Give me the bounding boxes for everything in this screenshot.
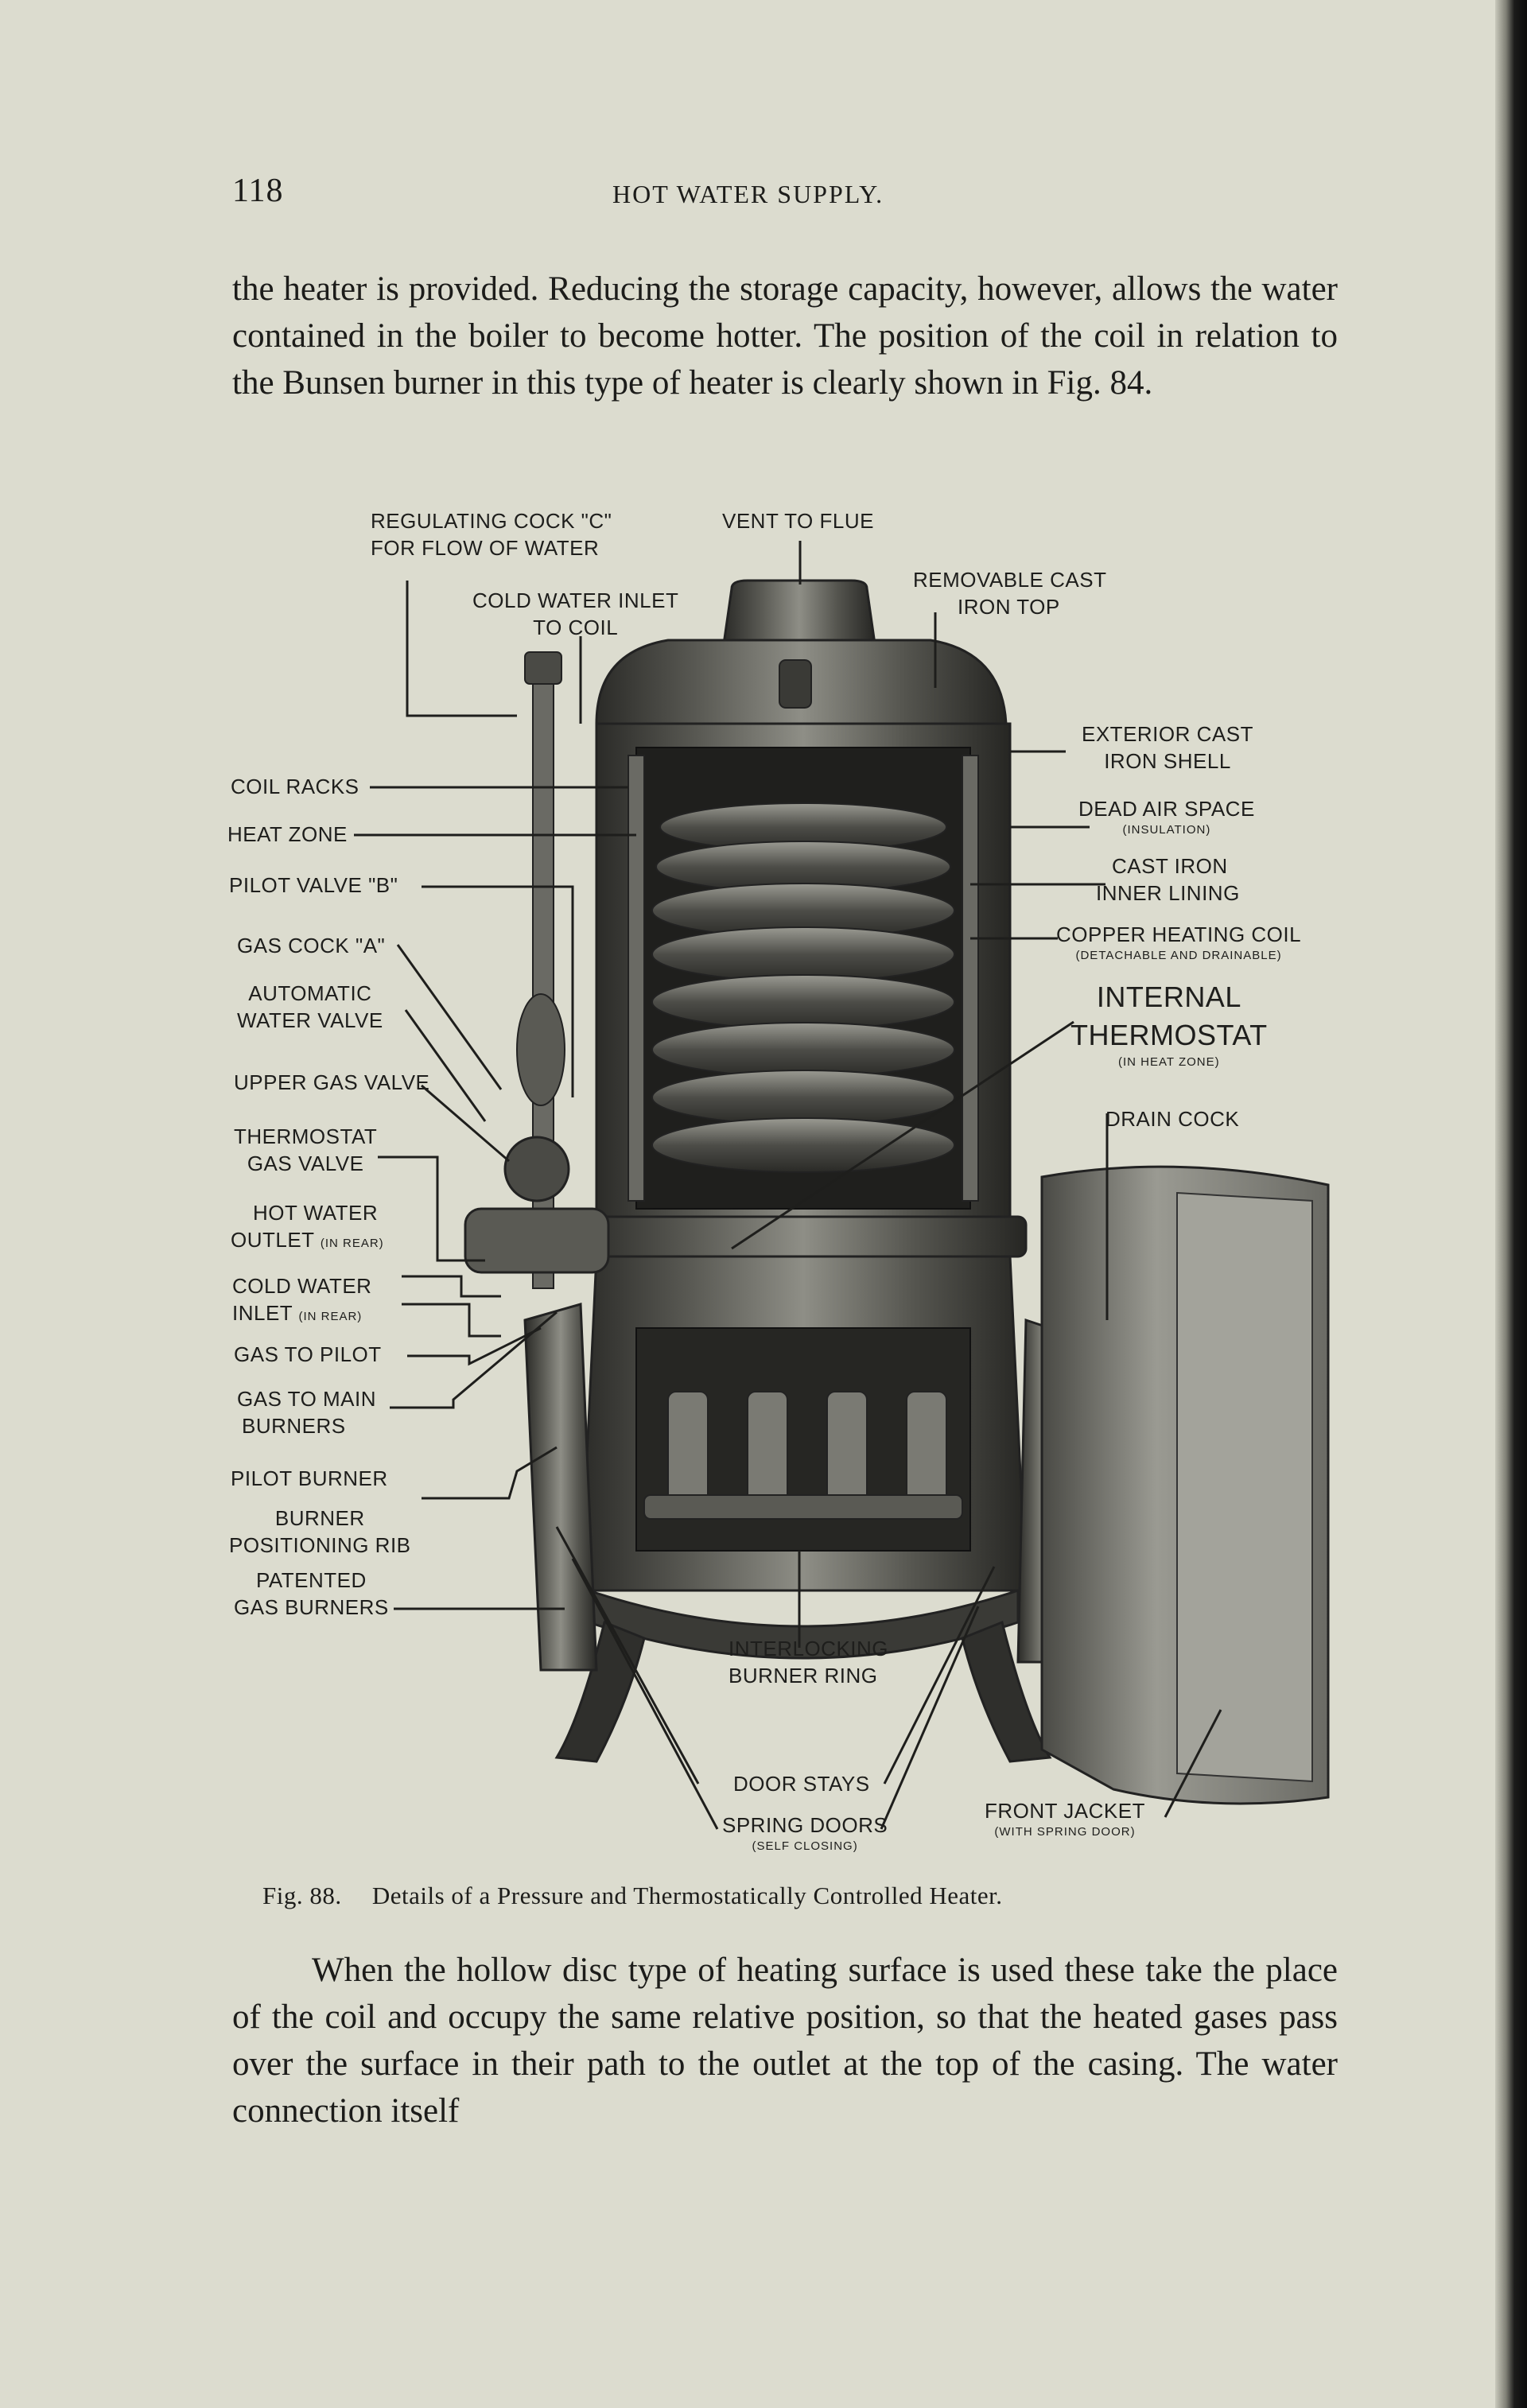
label-gas-cock: GAS COCK "A" bbox=[237, 934, 386, 957]
label-pilot-burner: PILOT BURNER bbox=[231, 1466, 388, 1490]
label-front-jacket: FRONT JACKET (WITH SPRING DOOR) bbox=[985, 1799, 1145, 1839]
label-exterior-shell: EXTERIOR CAST IRON SHELL bbox=[1082, 722, 1253, 773]
label-gas-to-pilot: GAS TO PILOT bbox=[234, 1342, 382, 1366]
label-upper-gas-valve: UPPER GAS VALVE bbox=[234, 1070, 430, 1094]
figure-caption-text: Details of a Pressure and Thermostatical… bbox=[371, 1882, 1003, 1909]
label-hot-water-outlet: HOT WATER OUTLET (IN REAR) bbox=[231, 1201, 384, 1252]
label-vent-to-flue: VENT TO FLUE bbox=[722, 509, 874, 533]
label-burner-positioning-rib: BURNER POSITIONING RIB bbox=[229, 1506, 411, 1557]
vent-top bbox=[722, 579, 876, 646]
label-interlocking-burner-ring: INTERLOCKING BURNER RING bbox=[729, 1637, 889, 1688]
automatic-water-valve bbox=[516, 993, 565, 1106]
label-thermostat-gas-valve: THERMOSTAT GAS VALVE bbox=[234, 1124, 378, 1175]
label-coil-racks: COIL RACKS bbox=[231, 775, 359, 798]
label-dead-air-space: DEAD AIR SPACE (INSULATION) bbox=[1078, 797, 1255, 837]
leader-lines bbox=[354, 541, 1222, 1830]
label-heat-zone: HEAT ZONE bbox=[227, 822, 348, 846]
paragraph-bottom: When the hollow disc type of heating sur… bbox=[232, 1952, 1338, 2130]
page-number: 118 bbox=[232, 173, 284, 209]
paragraph-top: the heater is provided. Reducing the sto… bbox=[232, 270, 1338, 402]
figure-caption: Fig. 88. Details of a Pressure and Therm… bbox=[262, 1882, 1328, 1910]
hot-water-outlet bbox=[464, 1207, 610, 1274]
label-pilot-valve: PILOT VALVE "B" bbox=[229, 873, 398, 897]
label-automatic-water-valve: AUTOMATIC WATER VALVE bbox=[237, 981, 383, 1032]
label-gas-to-main-burners: GAS TO MAIN BURNERS bbox=[237, 1387, 377, 1438]
heater-illustration bbox=[354, 541, 1330, 1830]
running-title: HOT WATER SUPPLY. bbox=[612, 180, 884, 208]
label-drain-cock: DRAIN COCK bbox=[1105, 1107, 1240, 1131]
label-regulating-cock: REGULATING COCK "C" FOR FLOW OF WATER bbox=[371, 509, 612, 560]
label-removable-top: REMOVABLE CAST IRON TOP bbox=[913, 568, 1107, 619]
label-cold-water-inlet-coil: COLD WATER INLET TO COIL bbox=[472, 588, 679, 639]
label-inner-lining: CAST IRON INNER LINING bbox=[1096, 854, 1240, 905]
figure-number: Fig. 88. bbox=[262, 1882, 342, 1909]
thermostat-gas-valve bbox=[503, 1136, 570, 1202]
label-door-stays: DOOR STAYS bbox=[733, 1772, 870, 1796]
label-copper-heating-coil: COPPER HEATING COIL (DETACHABLE AND DRAI… bbox=[1056, 922, 1302, 962]
label-spring-doors: SPRING DOORS (SELF CLOSING) bbox=[722, 1813, 888, 1853]
label-patented-gas-burners: PATENTED GAS BURNERS bbox=[234, 1568, 389, 1619]
gas-burners bbox=[643, 1391, 963, 1520]
label-cold-water-inlet-rear: COLD WATER INLET (IN REAR) bbox=[232, 1274, 372, 1325]
copper-heating-coil bbox=[651, 802, 955, 1173]
spring-door-left bbox=[523, 1303, 598, 1672]
label-internal-thermostat: INTERNAL THERMOSTAT (IN HEAT ZONE) bbox=[1070, 981, 1268, 1069]
heater-figure: REGULATING COCK "C" FOR FLOW OF WATER VE… bbox=[223, 493, 1344, 1877]
binding-edge bbox=[1495, 0, 1527, 2408]
base-leg bbox=[961, 1620, 1052, 1763]
